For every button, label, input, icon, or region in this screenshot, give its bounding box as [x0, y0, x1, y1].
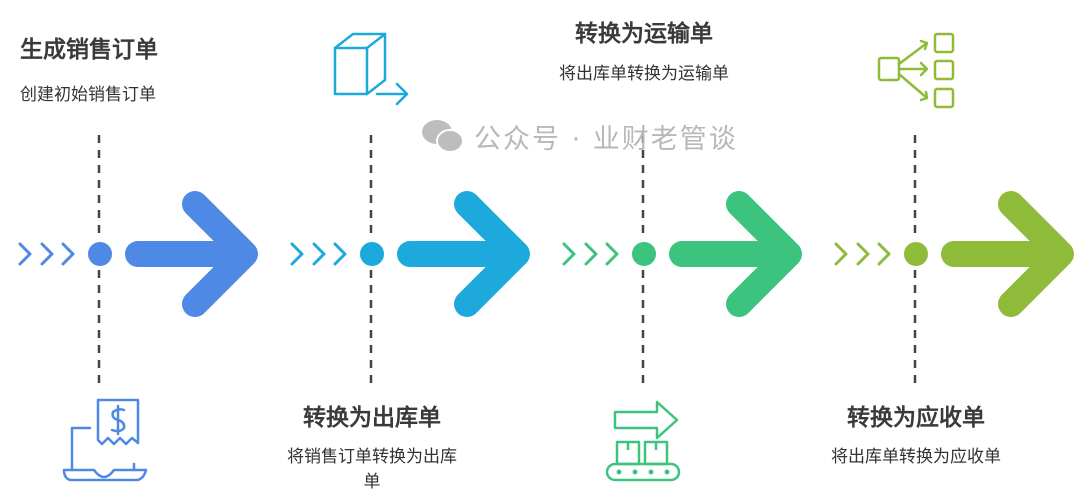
stage-dot	[630, 240, 658, 268]
receipt-laptop-icon	[62, 398, 148, 482]
stage-2	[290, 32, 530, 386]
box-arrow-icon	[333, 32, 409, 106]
stage-1	[18, 135, 258, 482]
chevrons-icon	[290, 242, 347, 266]
arrow-right-icon	[669, 191, 802, 317]
arrow-right-icon	[125, 191, 258, 317]
conveyor-arrow-icon	[605, 400, 681, 482]
stage-1-desc: 创建初始销售订单	[20, 85, 156, 105]
stage-3	[562, 135, 802, 482]
watermark: 公众号 · 业财老管谈	[420, 116, 738, 156]
arrow-right-icon	[941, 191, 1074, 317]
stage-dot	[902, 240, 930, 268]
stage-3-desc: 将出库单转换为运输单	[559, 64, 729, 84]
stage-1-title: 生成销售订单	[20, 37, 158, 63]
chevrons-icon	[18, 242, 75, 266]
chevrons-icon	[834, 242, 891, 266]
split-flow-icon	[877, 32, 955, 109]
stage-2-desc: 将销售订单转换为出库单	[287, 447, 457, 492]
stage-4-desc: 将出库单转换为应收单	[831, 447, 1001, 467]
stage-4	[834, 32, 1074, 386]
stage-3-title: 转换为运输单	[575, 21, 713, 47]
stage-4-title: 转换为应收单	[847, 405, 985, 431]
chevrons-icon	[562, 242, 619, 266]
arrow-right-icon	[397, 191, 530, 317]
stage-dot	[358, 240, 386, 268]
stage-2-title: 转换为出库单	[303, 405, 441, 431]
watermark-text: 公众号 · 业财老管谈	[474, 123, 738, 155]
stage-dot	[86, 240, 114, 268]
wechat-icon	[422, 120, 464, 153]
